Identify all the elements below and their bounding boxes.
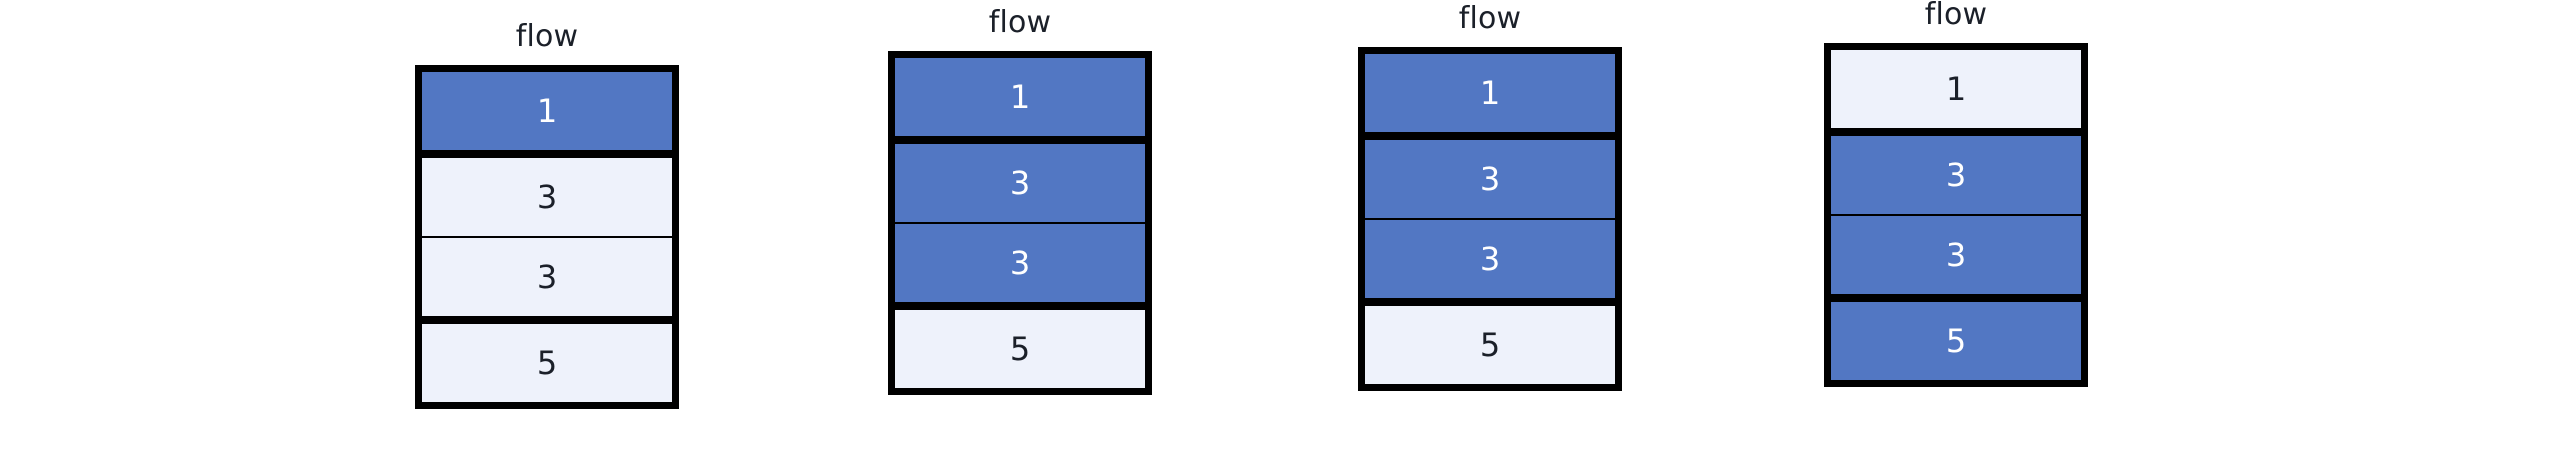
flow-cell[interactable]: 5: [1831, 302, 2081, 380]
panel-title: flow: [515, 19, 579, 54]
flow-cell[interactable]: 3: [895, 144, 1145, 222]
flow-cell[interactable]: 1: [895, 58, 1145, 136]
flow-cell[interactable]: 3: [1365, 140, 1615, 218]
flow-cell[interactable]: 1: [422, 72, 672, 150]
flow-cell[interactable]: 3: [1365, 220, 1615, 298]
panel-title: flow: [1924, 0, 1988, 32]
flow-cell[interactable]: 1: [1831, 50, 2081, 128]
flow-cell[interactable]: 5: [1365, 306, 1615, 384]
flow-cell[interactable]: 3: [1831, 216, 2081, 294]
panel-title: flow: [1458, 1, 1522, 36]
flow-cell[interactable]: 3: [1831, 136, 2081, 214]
panel-title: flow: [988, 5, 1052, 40]
flow-cell[interactable]: 3: [422, 158, 672, 236]
flow-cell[interactable]: 1: [1365, 54, 1615, 132]
flow-cell[interactable]: 3: [422, 238, 672, 316]
flow-cell[interactable]: 5: [895, 310, 1145, 388]
flow-cell[interactable]: 3: [895, 224, 1145, 302]
flow-cell[interactable]: 5: [422, 324, 672, 402]
